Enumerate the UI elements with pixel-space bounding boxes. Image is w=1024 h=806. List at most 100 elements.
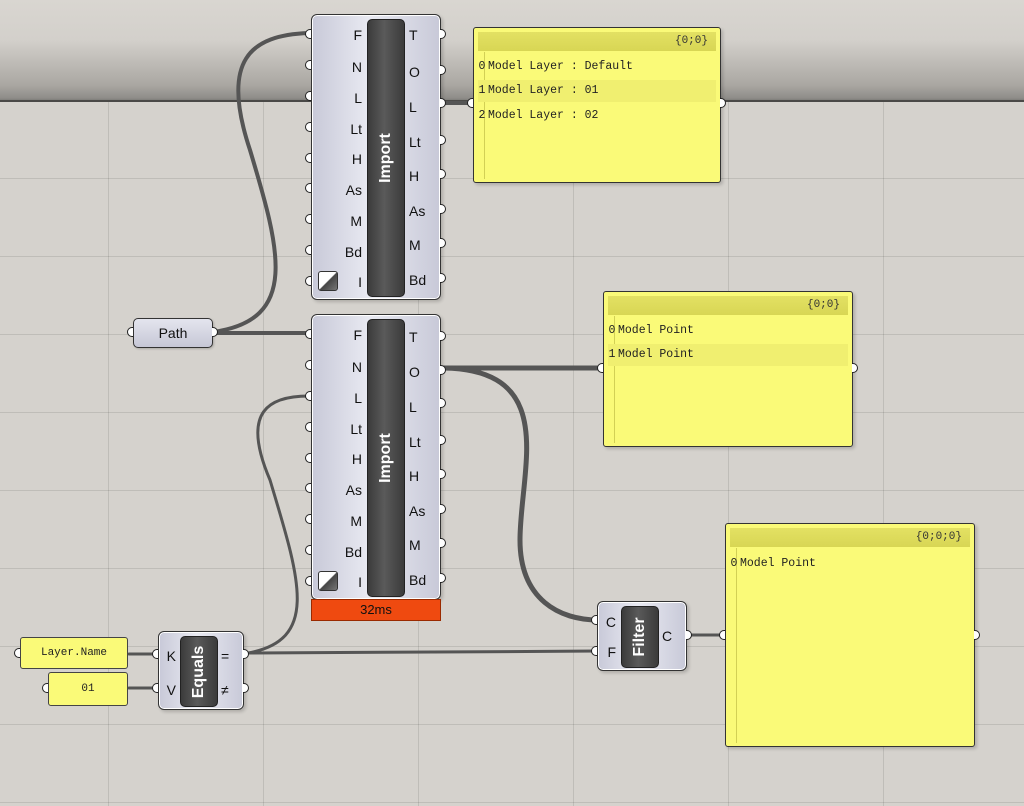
import-bottom-output-l[interactable]: L xyxy=(409,399,417,415)
equals-input-k[interactable]: K xyxy=(166,648,176,664)
grip[interactable] xyxy=(305,514,311,524)
equals-core[interactable]: Equals xyxy=(180,636,218,707)
import-top-input-l[interactable]: L xyxy=(354,90,362,106)
import-bottom-input-f[interactable]: F xyxy=(353,327,362,343)
import-bottom-input-m[interactable]: M xyxy=(350,513,362,529)
import-top-input-lt[interactable]: Lt xyxy=(350,121,362,137)
grip[interactable] xyxy=(440,238,446,248)
panel-points-output-grip[interactable] xyxy=(852,363,858,373)
import-top-input-f[interactable]: F xyxy=(353,27,362,43)
layer-name-input-grip[interactable] xyxy=(14,648,20,658)
grip[interactable] xyxy=(305,153,311,163)
equals-input-v[interactable]: V xyxy=(166,682,176,698)
import-top-output-as[interactable]: As xyxy=(409,203,426,219)
input-toggle-icon[interactable] xyxy=(318,571,338,591)
filter-input-c[interactable]: C xyxy=(605,614,616,630)
grip[interactable] xyxy=(305,360,311,370)
panel-points-input-grip[interactable] xyxy=(597,363,603,373)
grip[interactable] xyxy=(305,545,311,555)
input-toggle-icon[interactable] xyxy=(318,271,338,291)
panel-layers-output-grip[interactable] xyxy=(720,98,726,108)
grip[interactable] xyxy=(305,576,311,586)
filter-core[interactable]: Filter xyxy=(621,606,659,668)
import-bottom-output-o[interactable]: O xyxy=(409,364,420,380)
grip[interactable] xyxy=(440,469,446,479)
import-top-output-lt[interactable]: Lt xyxy=(409,134,421,150)
grip[interactable] xyxy=(440,398,446,408)
grip[interactable] xyxy=(305,60,311,70)
import-top-input-i[interactable]: I xyxy=(358,274,362,290)
grip[interactable] xyxy=(440,365,446,375)
equals-input-v-grip[interactable] xyxy=(152,683,158,693)
grip[interactable] xyxy=(305,91,311,101)
grip[interactable] xyxy=(305,453,311,463)
filter-input-f[interactable]: F xyxy=(607,644,616,660)
grip[interactable] xyxy=(305,122,311,132)
grip[interactable] xyxy=(440,435,446,445)
import-top-input-bd[interactable]: Bd xyxy=(344,244,362,260)
filter-input-c-grip[interactable] xyxy=(591,615,597,625)
import-top-output-l[interactable]: L xyxy=(409,99,417,115)
import-top-output-bd[interactable]: Bd xyxy=(409,272,427,288)
grip[interactable] xyxy=(440,135,446,145)
import-bottom-output-as[interactable]: As xyxy=(409,503,426,519)
grip[interactable] xyxy=(305,422,311,432)
layer-name-input[interactable]: Layer.Name xyxy=(20,637,128,669)
grip[interactable] xyxy=(440,65,446,75)
import-top-input-m[interactable]: M xyxy=(350,213,362,229)
import-top-output-h[interactable]: H xyxy=(409,168,420,184)
import-core-bottom[interactable]: Import xyxy=(367,319,405,597)
grip[interactable] xyxy=(305,183,311,193)
grip[interactable] xyxy=(440,573,446,583)
import-top-output-m[interactable]: M xyxy=(409,237,421,253)
grip[interactable] xyxy=(440,331,446,341)
path-param-input-grip[interactable] xyxy=(127,327,133,337)
import-bottom-output-h[interactable]: H xyxy=(409,468,420,484)
import-bottom-input-l[interactable]: L xyxy=(354,390,362,406)
panel-layers-input-grip[interactable] xyxy=(467,98,473,108)
filter-output-c[interactable]: C xyxy=(662,628,673,644)
import-bottom-input-i[interactable]: I xyxy=(358,574,362,590)
equals-output-eq[interactable]: = xyxy=(221,648,230,664)
layer-value-input-grip[interactable] xyxy=(42,683,48,693)
import-top-input-h[interactable]: H xyxy=(351,151,362,167)
import-bottom-output-t[interactable]: T xyxy=(409,329,418,345)
import-bottom-input-h[interactable]: H xyxy=(351,451,362,467)
grip[interactable] xyxy=(440,204,446,214)
panel-filtered-output-grip[interactable] xyxy=(974,630,980,640)
equals-input-k-grip[interactable] xyxy=(152,649,158,659)
grip[interactable] xyxy=(305,214,311,224)
layer-value-input[interactable]: 01 xyxy=(48,672,128,706)
filter-node[interactable]: Filter C F C xyxy=(597,601,687,671)
panel-points[interactable]: {0;0} 0 Model Point 1 Model Point xyxy=(603,291,853,447)
import-bottom-output-bd[interactable]: Bd xyxy=(409,572,427,588)
import-bottom-input-as[interactable]: As xyxy=(345,482,362,498)
grip[interactable] xyxy=(440,504,446,514)
import-top-input-n[interactable]: N xyxy=(351,59,362,75)
import-bottom-input-bd[interactable]: Bd xyxy=(344,544,362,560)
grip[interactable] xyxy=(305,483,311,493)
grip[interactable] xyxy=(440,538,446,548)
import-bottom-input-lt[interactable]: Lt xyxy=(350,421,362,437)
import-top-input-as[interactable]: As xyxy=(345,182,362,198)
panel-filtered-input-grip[interactable] xyxy=(719,630,725,640)
import-node-bottom[interactable]: Import F N L Lt H As M Bd I T O L Lt H A… xyxy=(311,314,441,600)
grip[interactable] xyxy=(440,98,446,108)
import-bottom-input-n[interactable]: N xyxy=(351,359,362,375)
import-top-output-o[interactable]: O xyxy=(409,64,420,80)
grip[interactable] xyxy=(440,169,446,179)
grip[interactable] xyxy=(305,329,311,339)
grip[interactable] xyxy=(440,273,446,283)
import-core-top[interactable]: Import xyxy=(367,19,405,297)
import-top-output-t[interactable]: T xyxy=(409,27,418,43)
filter-input-f-grip[interactable] xyxy=(591,646,597,656)
panel-layers[interactable]: {0;0} 0 Model Layer : Default 1 Model La… xyxy=(473,27,721,183)
path-param-output-grip[interactable] xyxy=(212,327,218,337)
import-bottom-output-lt[interactable]: Lt xyxy=(409,434,421,450)
path-param[interactable]: Path xyxy=(133,318,213,348)
panel-filtered[interactable]: {0;0;0} 0 Model Point xyxy=(725,523,975,747)
import-bottom-output-m[interactable]: M xyxy=(409,537,421,553)
filter-output-c-grip[interactable] xyxy=(686,630,692,640)
grip[interactable] xyxy=(305,276,311,286)
import-node-top[interactable]: Import F N L Lt H As M Bd I T O L Lt H A… xyxy=(311,14,441,300)
